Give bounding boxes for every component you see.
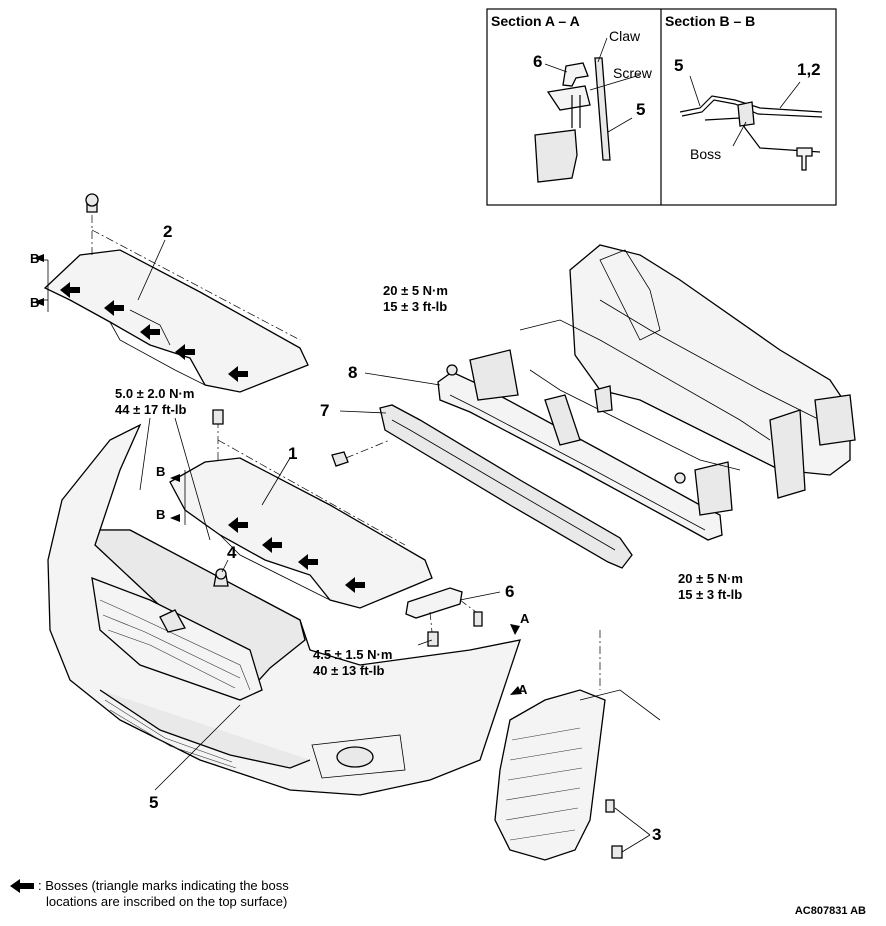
section-a-callout-6: 6 bbox=[533, 52, 543, 71]
section-mark-b-4: B bbox=[156, 507, 166, 522]
boss-arrows bbox=[60, 282, 365, 593]
callout-4: 4 bbox=[227, 543, 237, 562]
legend-line-1: : Bosses (triangle marks indicating the … bbox=[38, 878, 289, 893]
section-b-title: Section B – B bbox=[665, 13, 756, 29]
section-mark-b-3: B bbox=[156, 464, 166, 479]
torque-upper-right-nm: 20 ± 5 N·m bbox=[383, 283, 448, 298]
torque-upper-right-ft: 15 ± 3 ft-lb bbox=[383, 299, 448, 314]
legend-line-2: locations are inscribed on the top surfa… bbox=[46, 894, 288, 910]
part-1-lower-shield bbox=[169, 409, 433, 609]
part-6-bracket bbox=[405, 587, 483, 647]
torque-lower-right-nm: 20 ± 5 N·m bbox=[678, 571, 743, 586]
part-2-upper-shield bbox=[43, 193, 309, 393]
section-mark-a-2: A bbox=[518, 682, 528, 697]
callout-1: 1 bbox=[288, 444, 298, 463]
part-7-absorber bbox=[331, 404, 633, 569]
torque-center-ft: 40 ± 13 ft-lb bbox=[313, 663, 385, 678]
section-inset bbox=[486, 8, 837, 206]
part-4-clip bbox=[213, 568, 229, 587]
legend-boss-arrow-icon bbox=[10, 879, 34, 893]
section-mark-b-2: B bbox=[30, 295, 40, 310]
callout-6: 6 bbox=[505, 582, 515, 601]
figure-code: AC807831 AB bbox=[794, 905, 866, 917]
torque-center-nm: 4.5 ± 1.5 N·m bbox=[313, 647, 393, 662]
section-mark-b-1: B bbox=[30, 251, 40, 266]
part-3-splash-shield bbox=[494, 630, 661, 861]
section-b-callout-1-2: 1,2 bbox=[797, 60, 821, 79]
section-a-claw-label: Claw bbox=[609, 28, 641, 44]
section-a-screw-label: Screw bbox=[613, 65, 652, 81]
callout-2: 2 bbox=[163, 222, 173, 241]
section-mark-a-1: A bbox=[520, 611, 530, 626]
section-b-boss-label: Boss bbox=[690, 146, 722, 162]
section-a-title: Section A – A bbox=[491, 13, 580, 29]
body-frame bbox=[519, 244, 856, 499]
torque-lower-right-ft: 15 ± 3 ft-lb bbox=[678, 587, 743, 602]
section-b-drawing bbox=[679, 75, 823, 171]
callout-8: 8 bbox=[348, 363, 358, 382]
leader-lines bbox=[137, 239, 651, 853]
part-5-bumper-face bbox=[47, 423, 521, 796]
torque-left-ft: 44 ± 17 ft-lb bbox=[115, 402, 187, 417]
section-b-callout-5: 5 bbox=[674, 56, 684, 75]
callout-3: 3 bbox=[652, 825, 662, 844]
section-a-drawing bbox=[534, 37, 641, 183]
callout-5: 5 bbox=[149, 793, 159, 812]
torque-left-nm: 5.0 ± 2.0 N·m bbox=[115, 386, 195, 401]
callout-7: 7 bbox=[320, 401, 330, 420]
legend: : Bosses (triangle marks indicating the … bbox=[8, 878, 289, 911]
part-8-reinforcement bbox=[437, 349, 733, 541]
section-a-callout-5: 5 bbox=[636, 100, 646, 119]
section-arrows bbox=[34, 254, 522, 695]
